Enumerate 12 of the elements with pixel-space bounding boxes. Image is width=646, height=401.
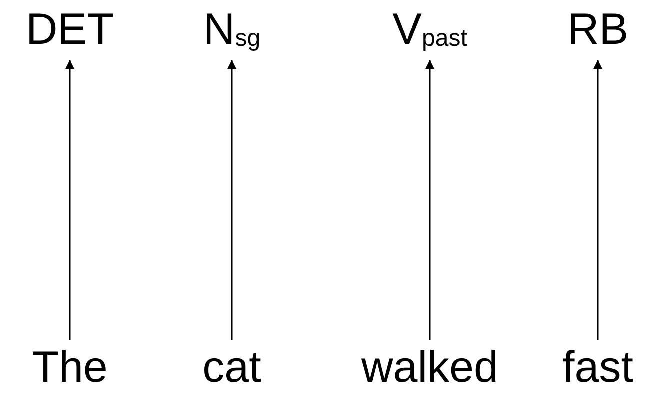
arrow [426,60,434,340]
word-label: walked [360,340,500,390]
word-label: fast [560,340,636,390]
arrow [228,60,236,340]
word-label: The [30,340,110,390]
word-label: cat [200,340,264,390]
tag-label: V$_{past}$ [390,8,470,60]
arrow [594,60,602,340]
tag-label: N$_{sg}$ [201,8,263,60]
arrow [66,60,74,340]
tag-label: DET [24,8,116,60]
tag-label: RB [565,8,631,60]
